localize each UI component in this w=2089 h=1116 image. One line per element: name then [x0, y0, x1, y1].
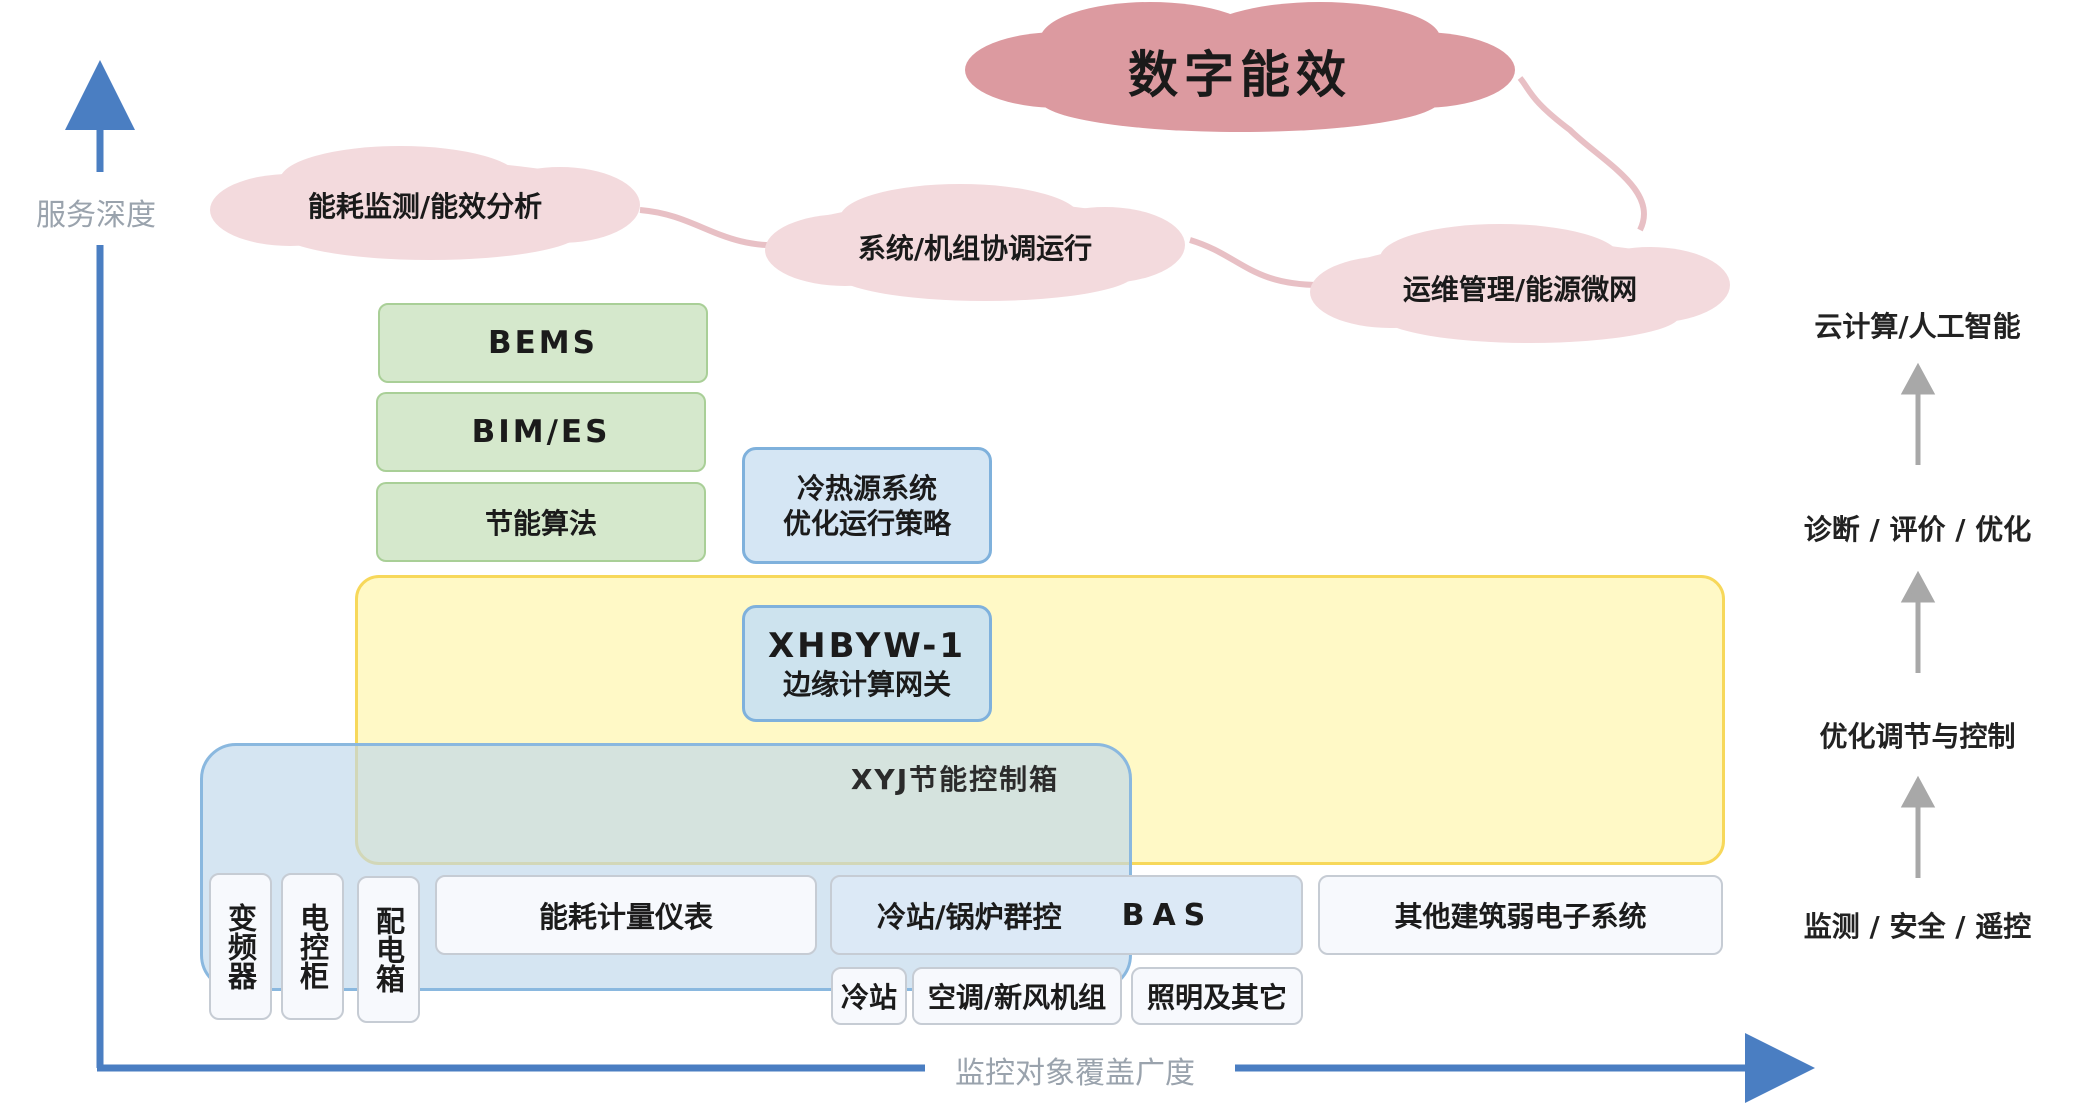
device-lighting: 照明及其它 [1131, 967, 1303, 1025]
strategy-box: 冷热源系统 优化运行策略 [742, 447, 992, 564]
device-chiller-station: 冷站 [831, 967, 907, 1025]
level-monitoring: 监测 / 安全 / 遥控 [1803, 910, 2032, 943]
cloud-3-shape [1310, 224, 1730, 343]
cloud-connector [1517, 76, 1647, 232]
title-cloud-label: 数字能效 [1128, 46, 1352, 104]
cloud-connector [1189, 237, 1321, 288]
device-bas: BAS [1121, 897, 1214, 933]
cloud-label-energy-monitoring: 能耗监测/能效分析 [307, 190, 543, 223]
gateway-model: XHBYW-1 [767, 625, 967, 666]
device-ahu: 空调/新风机组 [912, 967, 1122, 1025]
device-other-systems: 其他建筑弱电子系统 [1318, 875, 1723, 955]
gateway-box: XHBYW-1 边缘计算网关 [742, 605, 992, 722]
device-chiller-boiler-control: 冷站/锅炉群控 [877, 900, 1062, 934]
cloud-1-shape [210, 146, 640, 260]
gateway-name: 边缘计算网关 [782, 668, 951, 702]
strategy-line-1: 冷热源系统 [796, 471, 937, 505]
cloud-label-system-coordination: 系统/机组协调运行 [857, 232, 1093, 265]
energy-algorithm-box: 节能算法 [376, 482, 706, 562]
device-bas-group: 冷站/锅炉群控 BAS [830, 875, 1303, 955]
device-energy-meter: 能耗计量仪表 [435, 875, 817, 955]
right-arrows [1900, 362, 1936, 878]
level-diagnosis: 诊断 / 评价 / 优化 [1803, 513, 2032, 546]
x-axis-label: 监控对象覆盖广度 [955, 1056, 1195, 1091]
y-axis-label: 服务深度 [36, 198, 156, 233]
level-cloud-ai: 云计算/人工智能 [1814, 310, 2021, 343]
bim-es-box: BIM/ES [376, 392, 706, 472]
title-cloud-shape [965, 2, 1515, 132]
level-optimization-control: 优化调节与控制 [1819, 720, 2016, 753]
device-inverter: 变频器 [209, 873, 272, 1020]
cloud-connector [639, 207, 791, 249]
strategy-line-2: 优化运行策略 [782, 506, 951, 540]
bems-box: BEMS [378, 303, 708, 383]
device-control-cabinet: 电控柜 [281, 873, 344, 1020]
device-distribution-box: 配电箱 [357, 876, 420, 1023]
control-box-label: XYJ节能控制箱 [850, 763, 1060, 796]
cloud-2-shape [765, 184, 1185, 301]
cloud-label-operations: 运维管理/能源微网 [1402, 273, 1638, 306]
